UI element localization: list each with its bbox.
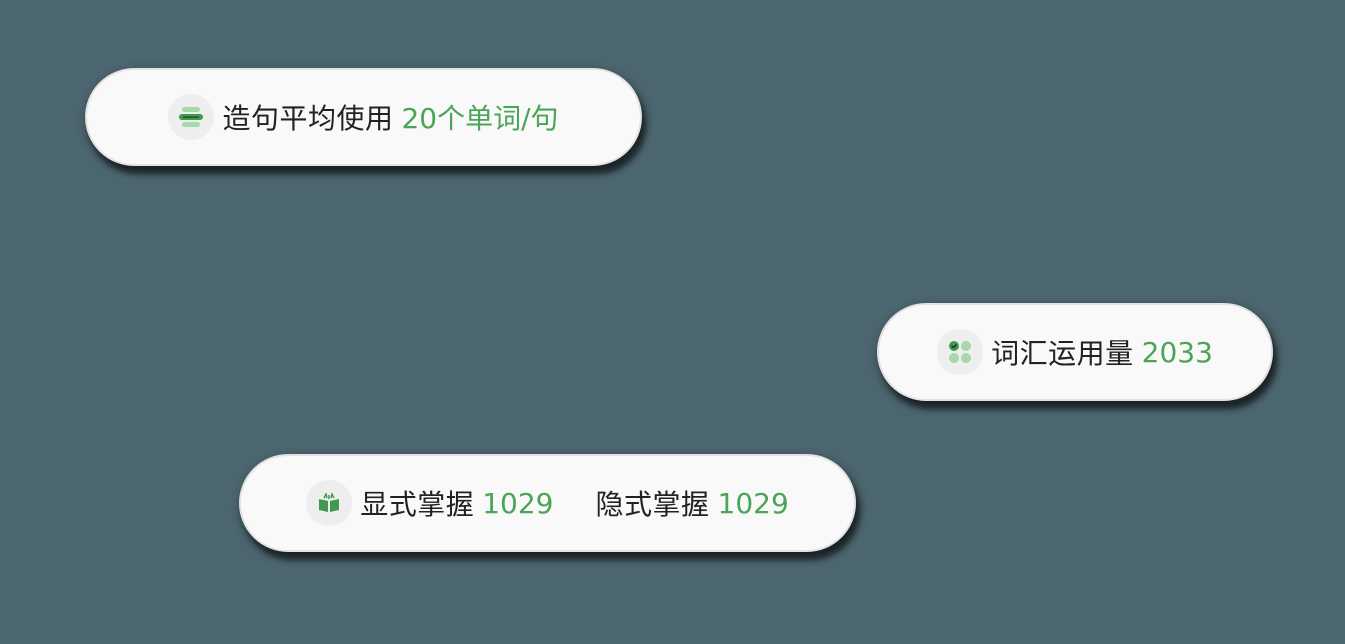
explicit-mastery-label: 显式掌握: [360, 488, 475, 521]
explicit-mastery-group: 显式掌握 1029: [306, 480, 554, 526]
open-book-icon: [306, 480, 353, 526]
implicit-mastery-label: 隐式掌握: [595, 488, 710, 521]
sentence-layers-icon: [168, 94, 215, 140]
sentence-stat-card: 造句平均使用 20个单词/句: [85, 68, 642, 166]
vocab-stat-card: 词汇运用量 2033: [877, 303, 1273, 401]
vocab-stat-value: 2033: [1141, 335, 1213, 369]
mastery-stat-card: 显式掌握 1029 隐式掌握 1029: [239, 454, 856, 552]
sentence-stat-value: 20个单词/句: [401, 102, 559, 135]
implicit-mastery-value: 1029: [717, 486, 789, 520]
explicit-mastery-value: 1029: [482, 486, 554, 520]
vocab-stat-label: 词汇运用量: [991, 337, 1134, 370]
sentence-stat-label: 造句平均使用: [222, 102, 394, 135]
implicit-mastery-group: 隐式掌握 1029: [596, 483, 789, 523]
word-grid-check-icon: [937, 329, 984, 375]
